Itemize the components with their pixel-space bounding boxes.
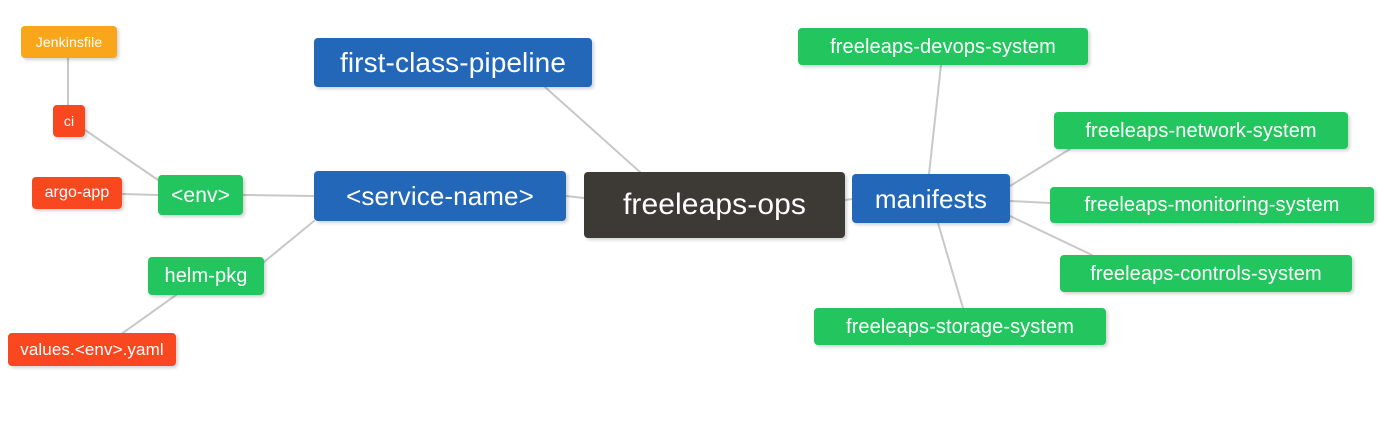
edge-freeleaps-devops-system-to-manifests [928,64,942,175]
node-label: ci [63,113,75,129]
node-label: freeleaps-monitoring-system [1084,194,1340,216]
edge-service-name-to-env [242,194,315,197]
node-label: <service-name> [346,181,534,211]
edge-manifests-to-freeleaps-monitoring-system [1009,200,1051,204]
node-freeleaps-monitoring-system[interactable]: freeleaps-monitoring-system [1050,187,1374,223]
node-freeleaps-controls-system[interactable]: freeleaps-controls-system [1060,255,1352,292]
node-freeleaps-network-system[interactable]: freeleaps-network-system [1054,112,1348,149]
edge-freeleaps-ops-to-manifests [844,198,853,201]
node-jenkinsfile[interactable]: Jenkinsfile [21,26,117,58]
node-label: Jenkinsfile [35,34,103,50]
node-freeleaps-storage-system[interactable]: freeleaps-storage-system [814,308,1106,345]
node-service-name[interactable]: <service-name> [314,171,566,221]
node-label: freeleaps-ops [622,188,807,221]
node-manifests[interactable]: manifests [852,174,1010,223]
node-label: freeleaps-storage-system [845,315,1075,338]
node-env[interactable]: <env> [158,175,243,215]
edge-service-name-to-freeleaps-ops [565,195,585,199]
node-label: freeleaps-controls-system [1090,262,1322,285]
node-freeleaps-ops[interactable]: freeleaps-ops [584,172,845,238]
node-label: manifests [874,183,988,214]
node-first-class-pipeline[interactable]: first-class-pipeline [314,38,592,87]
edge-first-class-pipeline-to-freeleaps-ops [544,86,641,173]
node-ci[interactable]: ci [53,105,85,137]
node-helm-pkg[interactable]: helm-pkg [148,257,264,295]
edge-service-name-to-helm-pkg [263,220,315,263]
edge-manifests-to-freeleaps-storage-system [937,222,964,309]
node-label: helm-pkg [164,265,248,287]
edge-helm-pkg-to-values-env-yaml [119,294,177,336]
node-argo-app[interactable]: argo-app [32,177,122,209]
node-label: freeleaps-devops-system [830,35,1056,58]
node-label: argo-app [44,184,110,201]
edge-env-to-ci [84,129,159,181]
node-label: <env> [171,183,230,207]
edge-manifests-to-freeleaps-network-system [1009,148,1071,187]
node-label: values.<env>.yaml [20,340,164,359]
node-freeleaps-devops-system[interactable]: freeleaps-devops-system [798,28,1088,65]
node-values-env-yaml[interactable]: values.<env>.yaml [8,333,176,366]
node-label: first-class-pipeline [339,46,567,78]
edge-env-to-argo-app [121,193,159,196]
edge-manifests-to-freeleaps-controls-system [1009,215,1093,256]
node-label: freeleaps-network-system [1085,119,1317,142]
